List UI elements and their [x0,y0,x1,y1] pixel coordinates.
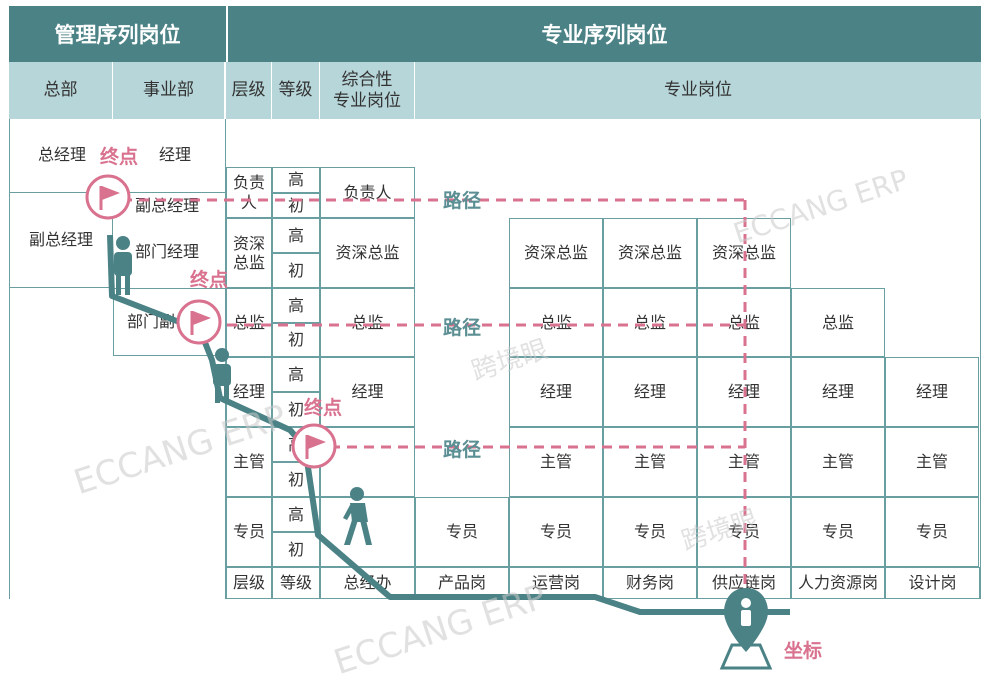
grade-high: 高 [272,218,320,253]
footer-col: 设计岗 [885,567,980,599]
div-gm: 经理 [158,145,191,165]
flag-top-icon [85,174,131,220]
col-general: 综合性 专业岗位 [320,62,415,119]
path-label-middle: 路径 [443,317,482,339]
hq-gm: 总经理 [37,145,86,165]
footer-level: 层级 [226,567,272,599]
professional-cell: 总监 [509,288,603,357]
grade-low: 初 [272,392,320,427]
professional-cell: 经理 [603,357,697,427]
col-level: 层级 [226,62,272,119]
end-label-middle: 终点 [190,269,229,291]
mgmt-sequence-header: 管理序列岗位 [9,6,226,62]
coordinate-pin-icon [719,588,773,670]
div-dept-mgr: 部门经理 [134,242,199,262]
professional-cell: 专员 [509,497,603,567]
col-division: 事业部 [113,62,226,119]
grade-high: 高 [272,167,320,193]
walker-icon-middle [213,348,231,403]
level-name: 负责人 [226,167,272,218]
footer-col: 人力资源岗 [791,567,885,599]
general-cell: 经理 [320,357,415,427]
general-cell: 资深总监 [320,218,415,288]
grade-low: 初 [272,322,320,357]
professional-cell: 专员 [885,497,979,567]
professional-cell: 主管 [509,427,603,497]
professional-cell: 资深总监 [509,218,603,288]
grade-high: 高 [272,497,320,532]
walker-icon-bottom [343,487,372,545]
grade-low: 初 [272,462,320,497]
flag-middle-icon [176,299,222,345]
professional-cell: 总监 [791,288,885,357]
footer-col: 产品岗 [415,567,509,599]
professional-cell: 主管 [603,427,697,497]
prof-sequence-header: 专业序列岗位 [226,6,981,62]
professional-cell: 经理 [509,357,603,427]
end-label-bottom: 终点 [304,397,343,419]
professional-cell: 主管 [791,427,885,497]
end-label-top: 终点 [100,146,139,168]
professional-cell: 总监 [603,288,697,357]
professional-cell: 经理 [791,357,885,427]
prof-region-right-border [980,119,981,599]
level-name: 专员 [226,497,272,567]
professional-cell: 专员 [791,497,885,567]
level-name: 主管 [226,427,272,497]
professional-cell: 主管 [885,427,979,497]
professional-cell: 资深总监 [603,218,697,288]
general-cell: 负责人 [320,167,415,218]
col-grade: 等级 [272,62,320,119]
path-label-top: 路径 [443,190,482,212]
general-cell: 总监 [320,288,415,357]
footer-grade: 等级 [272,567,320,599]
professional-cell: 专员 [603,497,697,567]
div-dept-deputy-box [113,288,226,356]
professional-cell: 经理 [885,357,979,427]
footer-col: 运营岗 [509,567,603,599]
general-extra-cell: 专员 [415,497,509,567]
coordinate-label: 坐标 [784,640,823,662]
col-hq: 总部 [9,62,113,119]
path-label-bottom: 路径 [443,439,482,461]
level-name: 总监 [226,288,272,357]
level-name: 资深总监 [226,218,272,288]
col-professional: 专业岗位 [415,62,981,119]
footer-col: 财务岗 [603,567,697,599]
grade-high: 高 [272,357,320,392]
grade-low: 初 [272,253,320,288]
flag-bottom-icon [291,423,337,469]
grade-high: 高 [272,288,320,323]
grade-low: 初 [272,532,320,567]
walker-icon-top [114,236,132,295]
